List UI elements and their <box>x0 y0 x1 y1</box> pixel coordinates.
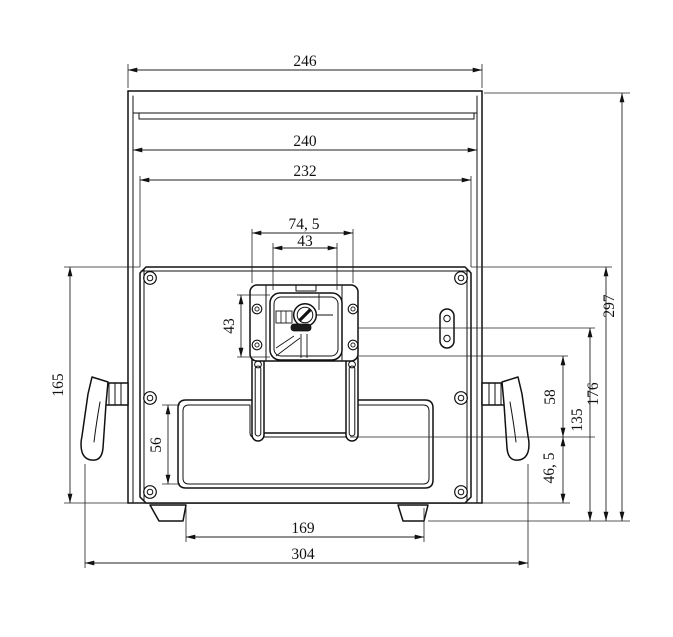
screw <box>454 391 468 405</box>
dimension-lower-offset: 46, 5 <box>541 436 566 504</box>
bracket-legs <box>251 352 359 442</box>
extension-lines <box>64 64 630 568</box>
dim-label-135: 135 <box>569 408 586 432</box>
dimension-mount-plate-width: 74, 5 <box>251 216 354 236</box>
feet <box>149 504 429 522</box>
foot-left <box>149 504 187 522</box>
foot-right <box>397 504 429 522</box>
bracket-leg-right <box>345 352 359 442</box>
dimensions: 246 240 232 74, 5 43 43 165 56 <box>50 53 625 566</box>
screw <box>143 271 157 285</box>
dim-label-297: 297 <box>601 294 618 318</box>
clamp-handle-right <box>481 376 530 461</box>
dimension-upper-offset: 58 <box>542 355 566 438</box>
screw-small <box>251 303 263 315</box>
screw-small <box>251 339 263 351</box>
dimension-grille-height: 56 <box>148 404 171 485</box>
clamp-lever-right <box>501 376 530 461</box>
dim-label-58: 58 <box>542 389 559 405</box>
clamp-handle-left <box>80 376 129 461</box>
mount-plate <box>249 284 359 362</box>
dim-label-165: 165 <box>50 373 67 397</box>
screw <box>454 271 468 285</box>
dim-label-246: 246 <box>293 53 317 70</box>
dimension-mid-height: 135 <box>569 327 593 522</box>
dim-label-74-5: 74, 5 <box>289 216 320 233</box>
panel-screws <box>143 271 468 499</box>
dimension-total-width: 304 <box>84 546 529 566</box>
dim-label-232: 232 <box>293 163 316 180</box>
dim-label-46-5: 46, 5 <box>541 452 558 483</box>
dim-label-304: 304 <box>291 546 315 563</box>
bracket-leg-left <box>251 352 265 442</box>
dimension-inner-width: 232 <box>139 163 472 183</box>
keyhole-slot <box>439 308 455 349</box>
bezel-lip <box>138 112 475 120</box>
dim-label-56: 56 <box>148 437 165 453</box>
dimension-mount-width: 43 <box>272 233 338 251</box>
dim-label-43-vertical: 43 <box>221 318 238 334</box>
dim-label-240: 240 <box>293 133 317 150</box>
dimension-left-height: 165 <box>50 266 73 504</box>
screw <box>143 485 157 499</box>
dimension-rear-panel-height: 176 <box>585 266 609 522</box>
dimension-mount-height: 43 <box>221 294 244 358</box>
mount-recess-outer <box>269 292 343 361</box>
clamp-lever-left <box>80 376 109 461</box>
lock-knob <box>292 302 318 328</box>
dim-label-169: 169 <box>291 520 315 537</box>
mount-recess-inner <box>273 296 339 357</box>
screw <box>454 485 468 499</box>
dimension-shell-width: 240 <box>132 133 478 153</box>
latch-mechanism <box>275 294 333 358</box>
dimension-feet-spacing: 169 <box>185 520 425 540</box>
knob-slot <box>298 308 312 322</box>
dimension-total-height: 297 <box>601 92 625 522</box>
mount-plate-screws <box>251 303 359 351</box>
dim-label-43-horizontal: 43 <box>297 233 313 250</box>
dimension-top-width: 246 <box>127 53 483 73</box>
device-rear-view <box>80 90 530 522</box>
dim-label-176: 176 <box>585 382 602 406</box>
screw-small <box>347 339 359 351</box>
screw <box>143 391 157 405</box>
screw-small <box>347 303 359 315</box>
bezel-outline <box>127 90 483 504</box>
